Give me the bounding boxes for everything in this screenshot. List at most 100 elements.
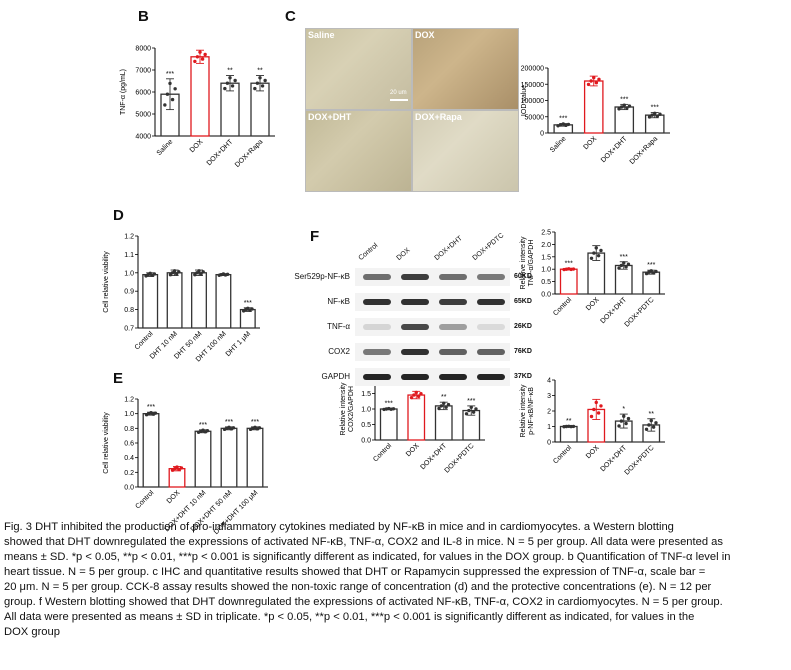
data-point	[152, 272, 157, 276]
data-point	[596, 253, 601, 258]
data-point	[469, 405, 473, 409]
data-point	[195, 55, 200, 59]
significance-label: **	[257, 68, 263, 75]
y-axis-label: TNF-α (pg/mL)	[120, 69, 127, 115]
data-point	[644, 427, 649, 431]
blot-strip	[355, 268, 510, 286]
panel-label-b: B	[138, 8, 149, 25]
data-point	[592, 75, 596, 80]
caption-line: DOX group	[4, 626, 60, 638]
ihc-label-dox-dht: DOX+DHT	[308, 112, 352, 122]
data-point	[197, 269, 201, 273]
y-tick-label: 1.5	[541, 254, 551, 261]
data-point	[571, 267, 576, 271]
blot-band	[363, 349, 391, 355]
caption-line: Fig. 3 DHT inhibited the production of p…	[4, 521, 674, 533]
blot-band	[401, 274, 429, 280]
data-point	[627, 104, 632, 108]
y-tick-label: 2.0	[541, 242, 551, 249]
bar	[220, 427, 238, 488]
data-point	[168, 81, 172, 86]
chart-c: 050000100000150000200000TNF-αIOD value**…	[513, 66, 670, 166]
data-point	[619, 263, 624, 268]
blot-band	[477, 299, 505, 305]
panel-label-e: E	[113, 370, 124, 387]
ihc-image-saline	[305, 28, 412, 110]
data-point	[617, 266, 621, 270]
caption-line: showed that DHT downregulated the expres…	[4, 536, 723, 548]
blot-band	[477, 274, 505, 280]
bar	[246, 427, 264, 488]
ihc-scale-bar	[390, 99, 408, 101]
bar	[583, 80, 604, 134]
y-tick-label: 1.0	[124, 270, 134, 277]
data-point	[658, 112, 662, 116]
y-tick-label: 5000	[135, 112, 151, 119]
data-point	[650, 113, 654, 117]
data-point	[437, 406, 441, 411]
bar	[194, 430, 212, 488]
x-tick-label: DOX+PDTC	[444, 442, 476, 474]
data-point	[564, 123, 568, 128]
data-point	[624, 265, 628, 269]
data-point	[198, 50, 202, 54]
data-point	[654, 421, 658, 425]
data-point	[446, 402, 451, 407]
blot-band	[401, 324, 429, 330]
data-point	[175, 465, 179, 469]
y-tick-label: 7000	[135, 68, 151, 75]
x-tick-label: DOX+DHT	[419, 442, 448, 471]
data-point	[647, 115, 652, 119]
data-point	[626, 262, 631, 266]
significance-label: ***	[199, 422, 207, 429]
blot-band	[363, 324, 391, 330]
data-point	[651, 425, 656, 429]
data-point	[255, 81, 260, 85]
figure-caption: Fig. 3 DHT inhibited the production of p…	[4, 520, 786, 640]
data-point	[442, 401, 446, 405]
y-axis-label: Relative intensity	[520, 236, 527, 289]
data-point	[173, 87, 177, 91]
bar	[190, 56, 210, 137]
y-tick-label: 4	[547, 378, 551, 385]
blot-kd-label: 65KD	[514, 298, 532, 305]
data-point	[193, 59, 197, 64]
significance-label: ***	[651, 105, 659, 112]
data-point	[250, 307, 254, 311]
data-point	[558, 123, 563, 127]
y-tick-label: 0.0	[541, 292, 551, 299]
x-tick-label: DOX	[405, 442, 421, 458]
data-point	[566, 122, 571, 127]
y-tick-label: 1.2	[124, 234, 134, 241]
significance-label: ***	[559, 116, 567, 123]
caption-line: group. f Western blotting showed that DH…	[4, 596, 723, 608]
x-tick-label: DOX+PDTC	[624, 296, 656, 328]
x-tick-label: DOX+DHT	[600, 135, 629, 164]
data-point	[233, 78, 237, 83]
significance-label: **	[566, 418, 572, 425]
data-point	[225, 81, 230, 85]
data-point	[257, 426, 262, 430]
blot-row-label: Ser529p-NF-κB	[294, 272, 350, 281]
data-point	[391, 407, 396, 411]
blot-strip	[355, 293, 510, 311]
bar	[614, 264, 633, 295]
data-point	[592, 407, 596, 412]
data-point	[622, 103, 626, 107]
y-axis-label-2: IOD value	[521, 85, 528, 116]
y-axis-label: Cell relative viability	[103, 251, 110, 313]
panel-label-f: F	[310, 228, 320, 245]
blot-kd-label: 60KD	[514, 273, 532, 280]
data-point	[624, 421, 628, 426]
x-tick-label: DOX+PDTC	[624, 444, 656, 476]
bar	[642, 271, 661, 295]
panel-label-d: D	[113, 207, 124, 224]
data-point	[561, 122, 565, 126]
data-point	[409, 395, 414, 400]
significance-label: ***	[647, 262, 655, 269]
data-point	[179, 466, 184, 470]
blot-kd-label: 37KD	[514, 373, 532, 380]
bar	[559, 425, 578, 443]
y-tick-label: 100000	[521, 98, 544, 105]
